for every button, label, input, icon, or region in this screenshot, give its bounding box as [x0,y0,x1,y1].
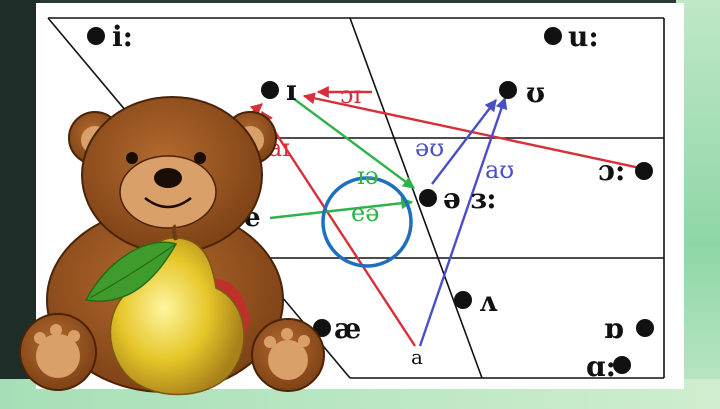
label-a-long: ɑ: [586,350,616,383]
label-caret: ʌ [479,285,498,318]
label-ou: əʊ [415,134,444,162]
label-ie: ɪə [357,162,379,190]
dot-u-long [544,27,562,45]
label-au: aʊ [485,156,514,184]
dot-o-long [635,162,653,180]
dot-caret [454,291,472,309]
label-schwa-er: ə ɜ: [443,182,497,215]
label-ae: æ [334,312,361,345]
dot-schwa [419,189,437,207]
label-i-short: ɪ [286,74,297,107]
label-ea: eə [351,199,379,227]
arrow-e-to-schwa [270,202,412,218]
dot-u-short [499,81,517,99]
label-short-o: ɒ [604,312,624,345]
dot-short-o [636,319,654,337]
diphthong-arrows [232,92,640,346]
label-u-long: u: [568,20,599,53]
label-oi: ɔɪ [340,81,361,109]
label-o-long: ɔ: [598,154,625,187]
label-a: a [411,345,423,369]
label-u-short: ʊ [526,76,545,109]
label-i-long: i: [112,20,133,53]
dot-i-long [87,27,105,45]
dot-i-short [261,81,279,99]
